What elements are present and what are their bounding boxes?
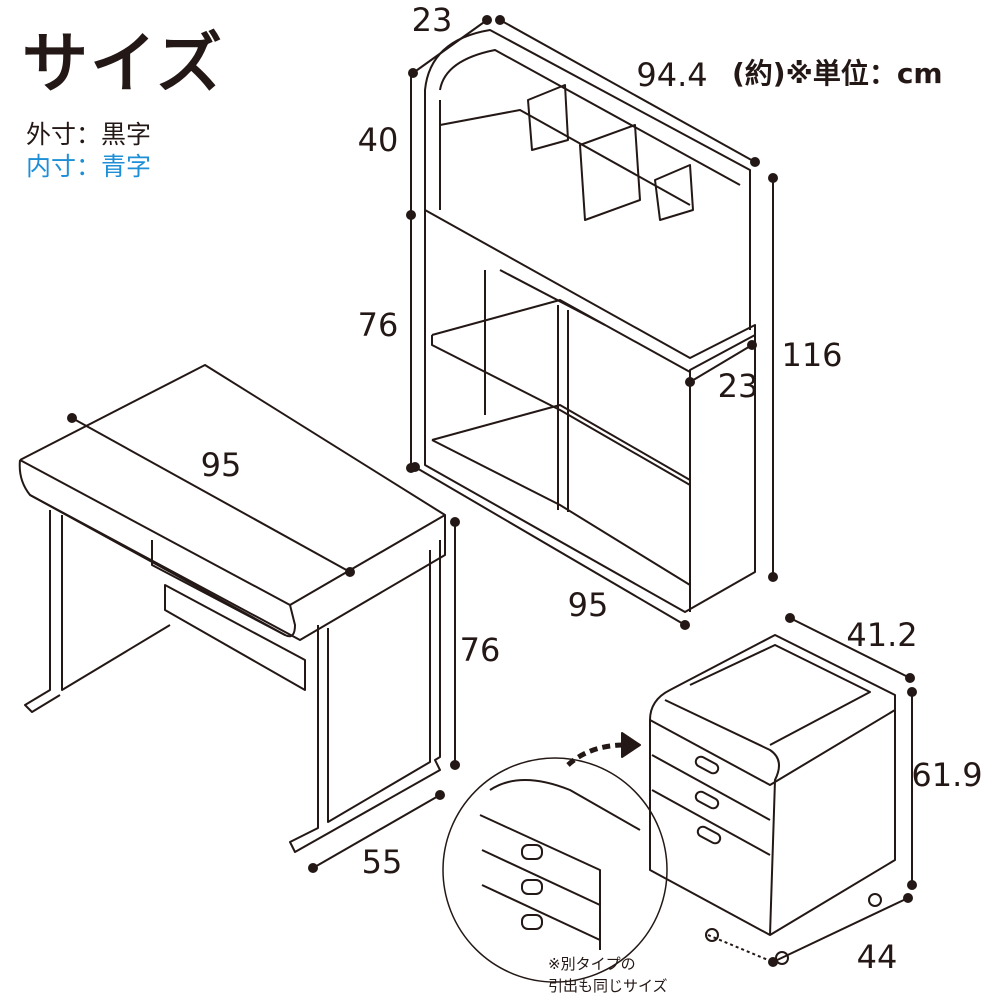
drawer-note: ※別タイプの 引出も同じサイズ — [548, 953, 668, 997]
shelf-depth-top: 23 — [411, 1, 453, 39]
shelf-width-bottom: 95 — [567, 586, 609, 624]
shelf-height-lower: 76 — [357, 306, 399, 344]
legend-outer: 外寸：黒字 — [26, 120, 152, 149]
shelf-height-total: 116 — [781, 336, 843, 374]
shelf-height-upper: 40 — [357, 121, 399, 159]
desk-height: 76 — [459, 631, 501, 669]
bookshelf-illustration — [424, 29, 756, 613]
unit-label: (約)※単位：cm — [732, 57, 943, 90]
note-line-1: ※別タイプの — [548, 955, 636, 973]
desk-width: 95 — [200, 446, 242, 484]
shelf-depth-side: 23 — [717, 367, 759, 405]
wagon-width: 41.2 — [846, 616, 918, 654]
drawer-detail-illustration — [442, 732, 668, 983]
page-title: サイズ — [22, 25, 225, 102]
dimension-lines — [71, 19, 913, 963]
wagon-illustration — [649, 634, 896, 966]
note-line-2: 引出も同じサイズ — [548, 977, 668, 995]
dimension-dots — [67, 15, 917, 967]
shelf-width-top: 94.4 — [636, 56, 708, 94]
wagon-depth: 44 — [856, 938, 898, 976]
legend-inner: 内寸：青字 — [26, 152, 152, 181]
desk-depth: 55 — [361, 843, 403, 881]
desk-illustration — [18, 364, 446, 853]
wagon-height: 61.9 — [911, 756, 983, 794]
